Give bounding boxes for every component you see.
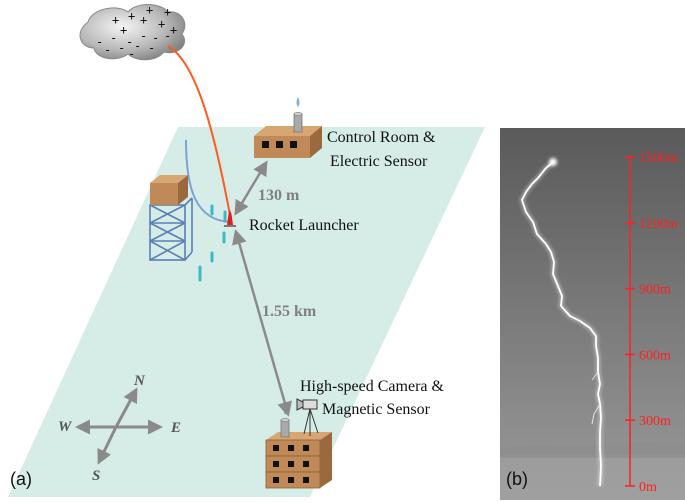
compass-north-label: N <box>133 373 146 389</box>
lightning-channel <box>519 158 604 487</box>
label-distance-130m: 130 m <box>258 187 300 204</box>
rocket-wire <box>167 45 231 216</box>
compass-south-label: S <box>92 468 100 484</box>
negative-charge-symbol: - <box>110 31 117 45</box>
label-control-room-line2: Electric Sensor <box>330 153 428 170</box>
label-distance-1-55km: 1.55 km <box>262 303 317 320</box>
positive-charge-symbol: + <box>146 3 153 17</box>
negative-charge-symbol: - <box>104 43 111 57</box>
sensor-posts <box>198 204 227 282</box>
height-scale-label: 1200m <box>639 217 678 232</box>
negative-charge-symbol: - <box>126 35 133 49</box>
tower-wire <box>185 139 231 223</box>
positive-charge-symbol: + <box>170 23 177 37</box>
negative-charge-symbol: - <box>118 41 125 55</box>
negative-charge-symbol: - <box>148 41 155 55</box>
camera-building <box>265 405 332 489</box>
height-scale: 1500m 1200m 900m 600m 300m 0m <box>625 151 678 495</box>
positive-charge-symbol: + <box>120 23 127 37</box>
lattice-tower <box>149 197 193 261</box>
rocket-launcher <box>224 210 236 227</box>
control-room-building <box>254 97 322 158</box>
panel-a-label: (a) <box>10 469 32 489</box>
negative-charge-symbol: - <box>134 39 141 53</box>
label-camera-line1: High-speed Camera & <box>300 378 445 395</box>
ground-plane <box>8 127 485 497</box>
compass-west-label: W <box>58 419 73 435</box>
panel-a: ++++++++----------- <box>8 3 485 497</box>
positive-charge-symbol: + <box>128 9 135 23</box>
label-rocket-launcher: Rocket Launcher <box>249 217 359 234</box>
arrow-1-55km <box>232 229 292 417</box>
positive-charge-symbol: + <box>158 17 165 31</box>
negative-charge-symbol: - <box>128 47 135 61</box>
panel-b-label: (b) <box>506 469 528 489</box>
positive-charge-symbol: + <box>140 13 147 27</box>
positive-charge-symbol: + <box>112 13 119 27</box>
height-scale-label: 1500m <box>639 151 678 166</box>
tower-cabin <box>150 175 188 205</box>
compass-rose: N S E W <box>58 373 181 484</box>
height-scale-label: 600m <box>639 348 671 363</box>
panel-b: 1500m 1200m 900m 600m 300m 0m (b) <box>500 128 685 500</box>
negative-charge-symbol: - <box>164 29 171 43</box>
compass-east-label: E <box>170 420 181 436</box>
thundercloud: ++++++++----------- <box>79 3 186 61</box>
lightning-photo <box>500 128 685 500</box>
positive-charge-symbol: + <box>164 5 171 19</box>
height-scale-label: 0m <box>639 480 657 495</box>
label-control-room-line1: Control Room & <box>327 129 436 146</box>
height-scale-label: 900m <box>639 283 671 298</box>
negative-charge-symbol: - <box>140 29 147 43</box>
height-scale-label: 300m <box>639 414 671 429</box>
negative-charge-symbol: - <box>96 35 103 49</box>
camera-tripod-icon <box>296 398 319 436</box>
arrow-130m <box>234 160 268 216</box>
negative-charge-symbol: - <box>152 31 159 45</box>
label-camera-line2: Magnetic Sensor <box>322 401 431 418</box>
